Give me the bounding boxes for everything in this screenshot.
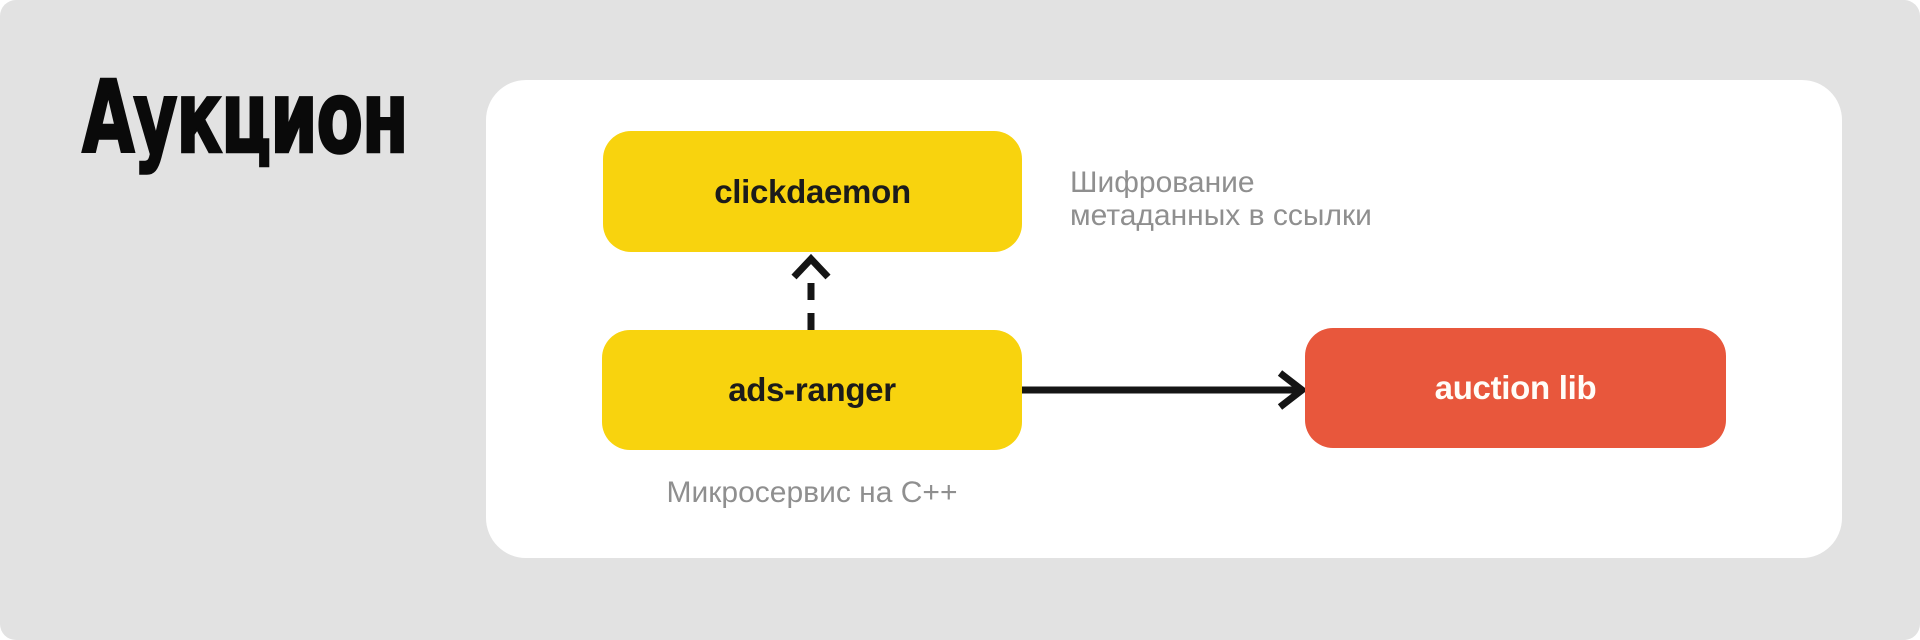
solid-arrow-ads-ranger-to-auction-lib	[1022, 370, 1308, 410]
diagram-card: clickdaemon ads-ranger auction lib Шифро…	[486, 80, 1842, 558]
caption-encryption-line2: метаданных в ссылки	[1070, 199, 1372, 232]
caption-microservice: Микросервис на C++	[666, 476, 958, 509]
dashed-arrow-ads-ranger-to-clickdaemon	[791, 253, 831, 330]
page-title: Аукцион	[81, 59, 409, 176]
node-ads-ranger-label: ads-ranger	[728, 371, 896, 408]
node-clickdaemon-label: clickdaemon	[714, 172, 911, 210]
caption-encryption: Шифрование метаданных в ссылки	[1070, 166, 1372, 232]
node-auction-lib: auction lib	[1305, 328, 1726, 448]
node-ads-ranger: ads-ranger	[602, 330, 1022, 450]
node-auction-lib-label: auction lib	[1434, 369, 1597, 406]
caption-encryption-line1: Шифрование	[1070, 166, 1255, 199]
node-clickdaemon: clickdaemon	[603, 131, 1022, 252]
